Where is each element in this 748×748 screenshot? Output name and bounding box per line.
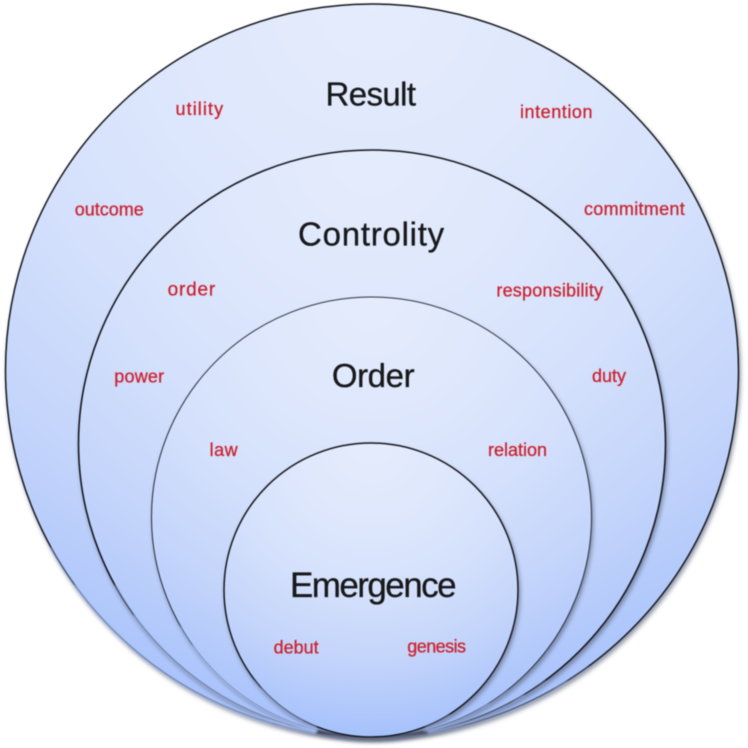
svg-text:order: order: [168, 280, 216, 301]
svg-text:law: law: [210, 440, 239, 460]
svg-text:Controlity: Controlity: [298, 216, 445, 253]
svg-text:outcome: outcome: [75, 200, 144, 220]
svg-text:commitment: commitment: [584, 199, 685, 219]
svg-text:genesis: genesis: [407, 637, 466, 657]
svg-text:duty: duty: [592, 366, 626, 386]
svg-text:relation: relation: [488, 440, 547, 460]
svg-text:intention: intention: [520, 102, 593, 122]
svg-text:Emergence: Emergence: [290, 566, 455, 605]
svg-text:power: power: [114, 367, 164, 387]
svg-text:Result: Result: [326, 76, 416, 113]
svg-text:Order: Order: [332, 357, 415, 394]
svg-text:utility: utility: [176, 99, 225, 119]
svg-text:responsibility: responsibility: [496, 281, 603, 301]
svg-text:debut: debut: [274, 638, 319, 658]
